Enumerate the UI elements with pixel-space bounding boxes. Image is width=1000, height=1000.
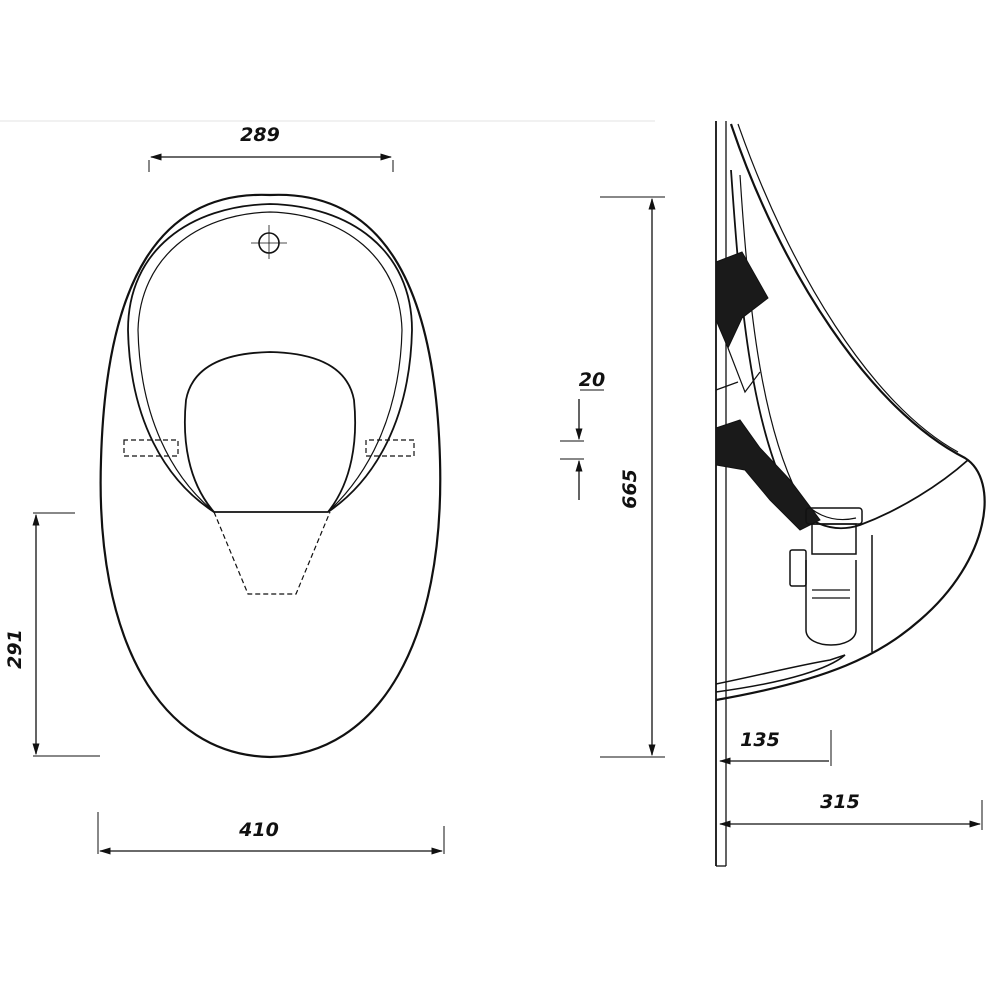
dim-291: 291 — [4, 512, 100, 757]
dim-315: 315 — [715, 791, 983, 830]
dim-20-label: 20 — [579, 369, 605, 391]
front-view — [99, 193, 442, 759]
mid-fixing-tick — [715, 381, 739, 391]
dim-410: 410 — [97, 812, 445, 855]
dim-410-label: 410 — [238, 819, 279, 841]
dim-289: 289 — [148, 124, 394, 172]
dim-291-label: 291 — [4, 629, 26, 669]
dim-315-label: 315 — [820, 791, 860, 813]
siphon-trap — [789, 507, 873, 652]
side-view — [715, 121, 986, 867]
right-bracket-hidden — [365, 439, 415, 457]
side-outer-body — [715, 123, 986, 702]
front-bowl-rim-inner — [137, 211, 403, 511]
dim-135-label: 135 — [740, 729, 780, 751]
upper-fixing-block — [715, 251, 769, 350]
dim-665-label: 665 — [619, 469, 641, 509]
lower-fixing-block — [715, 419, 821, 531]
left-bracket-hidden — [123, 439, 179, 457]
dim-289-label: 289 — [240, 124, 280, 146]
upper-fixing-link — [727, 347, 761, 394]
dim-20: 20 — [560, 369, 605, 500]
side-outer-body-inner — [737, 123, 959, 453]
front-drain-lobe — [183, 351, 357, 513]
front-outer-body — [99, 193, 442, 759]
dim-135: 135 — [715, 729, 832, 766]
side-bottom-lip — [715, 654, 846, 693]
front-bowl-rim-outer — [127, 203, 413, 513]
dim-665: 665 — [600, 196, 665, 758]
outlet-hidden — [213, 511, 331, 595]
